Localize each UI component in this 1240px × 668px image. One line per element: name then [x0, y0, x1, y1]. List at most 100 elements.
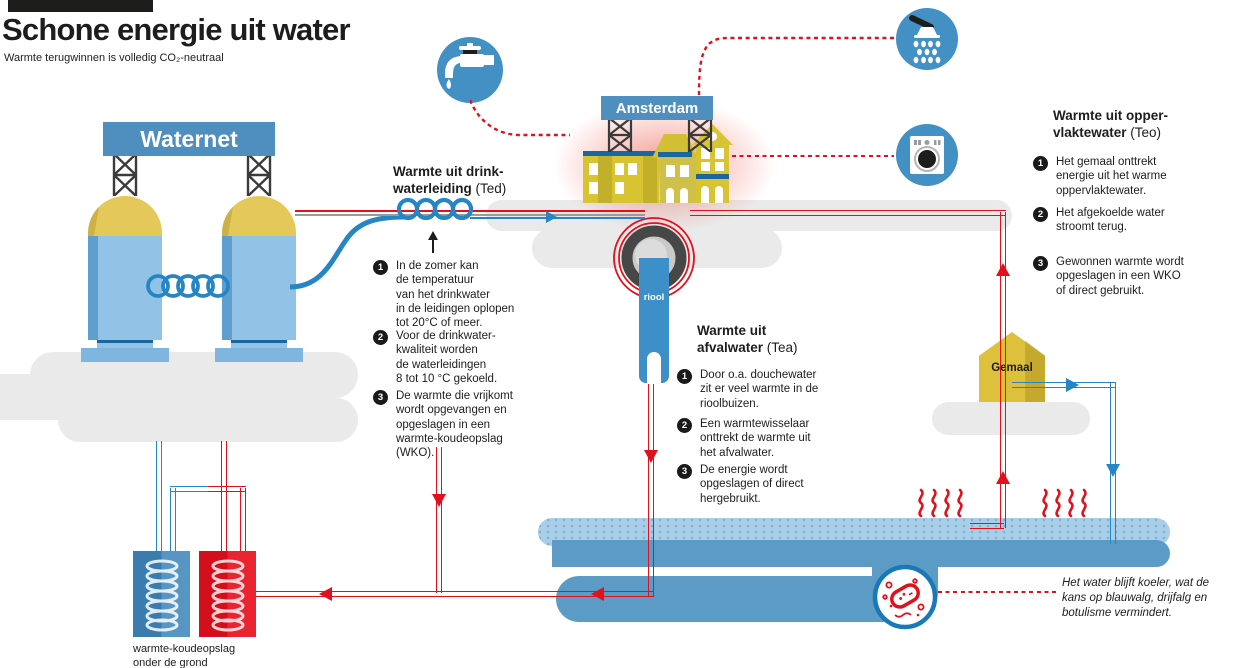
- flow-arrow-up: [996, 468, 1010, 484]
- tank-coil: [146, 274, 230, 298]
- lattice-tower: [246, 154, 272, 196]
- window: [628, 163, 637, 175]
- step-text: De energie wordt opgeslagen of direct he…: [700, 464, 804, 505]
- amsterdam-building-left: [583, 151, 659, 203]
- wko-warm-store: [199, 551, 256, 637]
- pointer-arrow-up: [428, 228, 438, 240]
- flow-arrow-left: [316, 587, 332, 601]
- tap-icon: [437, 37, 503, 103]
- water-deep-band: [552, 540, 1170, 567]
- pipe-drinkwater-heat-vertical: [436, 447, 442, 593]
- dashed-link-washing-machine: [732, 155, 894, 158]
- pipe-cold-return-horizontal: [1012, 382, 1116, 388]
- step-text: De warmte die vrijkomt wordt opgevangen …: [396, 390, 513, 459]
- building-shade: [643, 156, 657, 203]
- ted-step-3: 3 De warmte die vrijkomt wordt opgevange…: [373, 389, 513, 460]
- pipe-sewer-heat-vertical: [648, 384, 654, 596]
- window: [666, 188, 674, 203]
- round-window: [708, 132, 717, 141]
- step-text: Een warmtewisselaar onttrekt de warmte u…: [700, 418, 811, 459]
- page-subtitle: Warmte terugwinnen is volledig CO₂-neutr…: [4, 52, 224, 64]
- window: [680, 188, 688, 203]
- waternet-banner: Waternet: [103, 122, 275, 156]
- water-wave-curl: [556, 576, 910, 622]
- window: [615, 182, 624, 194]
- pipe-wko-loop-warm: [208, 486, 246, 492]
- water-tower-platform: [81, 348, 169, 362]
- window: [715, 186, 723, 203]
- pipe-wko-loop-warm-down: [240, 488, 246, 553]
- drinkwater-heat-coil: [396, 197, 474, 221]
- step-text: Het gemaal onttrekt energie uit het warm…: [1056, 156, 1167, 197]
- wko-caption: warmte-koudeopslag onder de grond: [133, 643, 236, 668]
- dashed-link-note: [938, 591, 1056, 594]
- heading-bold: Warmte uit drink- waterleiding: [393, 164, 504, 197]
- building-shade: [598, 156, 612, 203]
- water-tower-dome: [88, 196, 162, 236]
- step-number-badge: 3: [677, 464, 692, 479]
- step-number-badge: 1: [1033, 156, 1048, 171]
- teo-step-3: 3 Gewonnen warmte wordt opgeslagen in ee…: [1033, 255, 1184, 298]
- flow-arrow-down: [644, 450, 658, 466]
- heading-tag: (Teo): [1126, 125, 1162, 141]
- window: [715, 148, 724, 159]
- teo-step-2: 2 Het afgekoelde water stroomt terug.: [1033, 206, 1165, 235]
- window: [701, 186, 709, 203]
- lattice-tower: [112, 154, 138, 196]
- lattice-tower: [687, 118, 713, 152]
- wko-coil-warm: [211, 559, 245, 632]
- gemaal-house: Gemaal: [979, 332, 1045, 402]
- roofline: [696, 174, 729, 179]
- wko-cold-store: [133, 551, 190, 637]
- step-number-badge: 1: [373, 260, 388, 275]
- header-black-bar: [8, 0, 153, 12]
- step-number-badge: 1: [677, 369, 692, 384]
- pipe-warm-return-vertical: [1000, 212, 1006, 528]
- step-text: Door o.a. douchewater zit er veel warmte…: [700, 369, 819, 410]
- window: [666, 165, 675, 177]
- pipe-wko-cold: [156, 441, 162, 553]
- pipe-warm-intake-stub: [970, 523, 1004, 529]
- drinkwater-pipe-curve: [289, 214, 405, 290]
- window: [680, 165, 689, 177]
- water-tower-body: [222, 236, 296, 340]
- heat-waves: [918, 488, 963, 518]
- roofline: [658, 152, 692, 157]
- pipe-to-wko-horizontal: [255, 591, 654, 597]
- ground-gemaal: [932, 402, 1090, 435]
- heading-tag: (Tea): [763, 340, 798, 356]
- ted-step-1: 1 In de zomer kan de temperatuur van het…: [373, 259, 514, 330]
- teo-step-1: 1 Het gemaal onttrekt energie uit het wa…: [1033, 155, 1167, 198]
- washing-machine-icon: [896, 124, 958, 186]
- tea-step-1: 1 Door o.a. douchewater zit er veel warm…: [677, 368, 818, 411]
- water-tower-foot: [97, 340, 153, 351]
- pipe-wko-loop-cold-down: [170, 488, 176, 553]
- heading-tag: (Ted): [471, 181, 507, 197]
- step-text: Het afgekoelde water stroomt terug.: [1056, 207, 1165, 234]
- window: [715, 162, 724, 171]
- amsterdam-banner: Amsterdam: [601, 96, 713, 120]
- step-number-badge: 2: [1033, 207, 1048, 222]
- section-heading-tea: Warmte uit afvalwater (Tea): [697, 322, 798, 357]
- step-text: Voor de drinkwater- kwaliteit worden de …: [396, 330, 498, 385]
- water-quality-note: Het water blijft koeler, wat de kans op …: [1062, 577, 1210, 619]
- dashed-link-shower: [697, 36, 895, 96]
- shower-icon: [896, 8, 958, 70]
- page-title: Schone energie uit water: [2, 12, 351, 47]
- lattice-tower: [607, 118, 633, 152]
- window: [701, 162, 710, 171]
- flow-arrow-down: [432, 494, 446, 510]
- water-tower-foot: [231, 340, 287, 351]
- pipe-wko-warm: [221, 441, 227, 553]
- tea-step-2: 2 Een warmtewisselaar onttrekt de warmte…: [677, 417, 811, 460]
- heading-bold: Warmte uit opper- vlaktewater: [1053, 108, 1169, 141]
- ted-step-2: 2 Voor de drinkwater- kwaliteit worden d…: [373, 329, 497, 386]
- flow-arrow-down: [1106, 464, 1120, 480]
- bacteria-icon: [872, 564, 938, 630]
- flow-arrow-right: [546, 211, 560, 223]
- sewer-pipe-notch: [647, 352, 661, 384]
- step-number-badge: 3: [1033, 256, 1048, 271]
- tea-step-3: 3 De energie wordt opgeslagen of direct …: [677, 463, 804, 506]
- section-heading-teo: Warmte uit opper- vlaktewater (Teo): [1053, 107, 1168, 142]
